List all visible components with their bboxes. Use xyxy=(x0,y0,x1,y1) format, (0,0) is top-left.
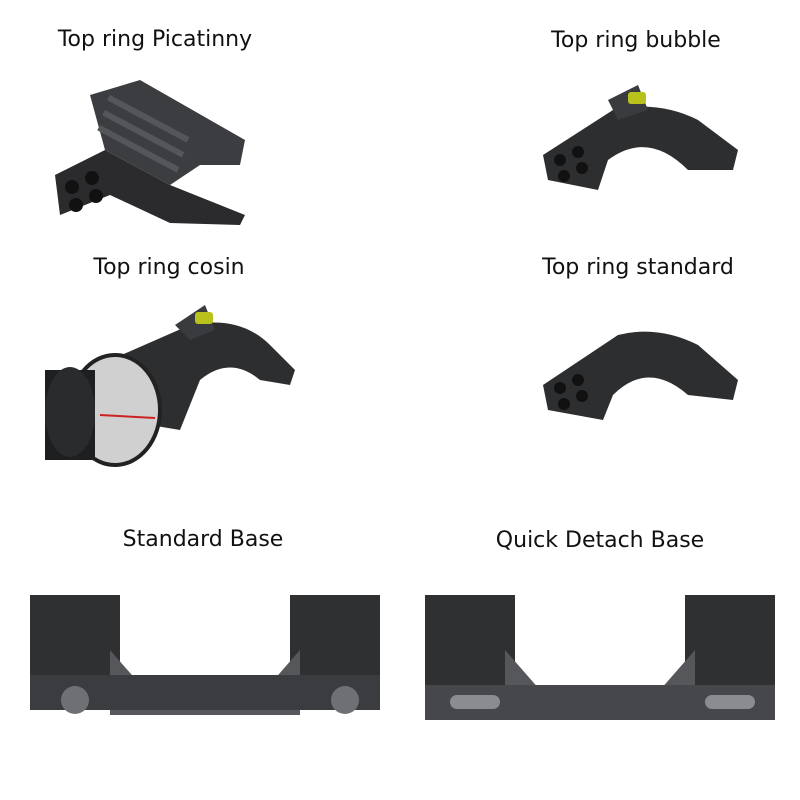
top-ring-standard-image xyxy=(543,331,738,420)
top-ring-bubble-image xyxy=(543,85,738,190)
label-standard-base: Standard Base xyxy=(122,527,284,552)
top-ring-picatinny-image xyxy=(55,80,245,225)
label-top-ring-cosin: Top ring cosin xyxy=(93,255,245,280)
label-top-ring-picatinny: Top ring Picatinny xyxy=(57,27,253,52)
standard-base-image xyxy=(30,595,380,715)
label-top-ring-bubble: Top ring bubble xyxy=(551,28,721,53)
quick-detach-base-image xyxy=(425,595,775,720)
label-quick-detach-base: Quick Detach Base xyxy=(495,528,705,553)
label-top-ring-standard: Top ring standard xyxy=(542,255,734,280)
top-ring-cosin-image xyxy=(45,305,295,467)
